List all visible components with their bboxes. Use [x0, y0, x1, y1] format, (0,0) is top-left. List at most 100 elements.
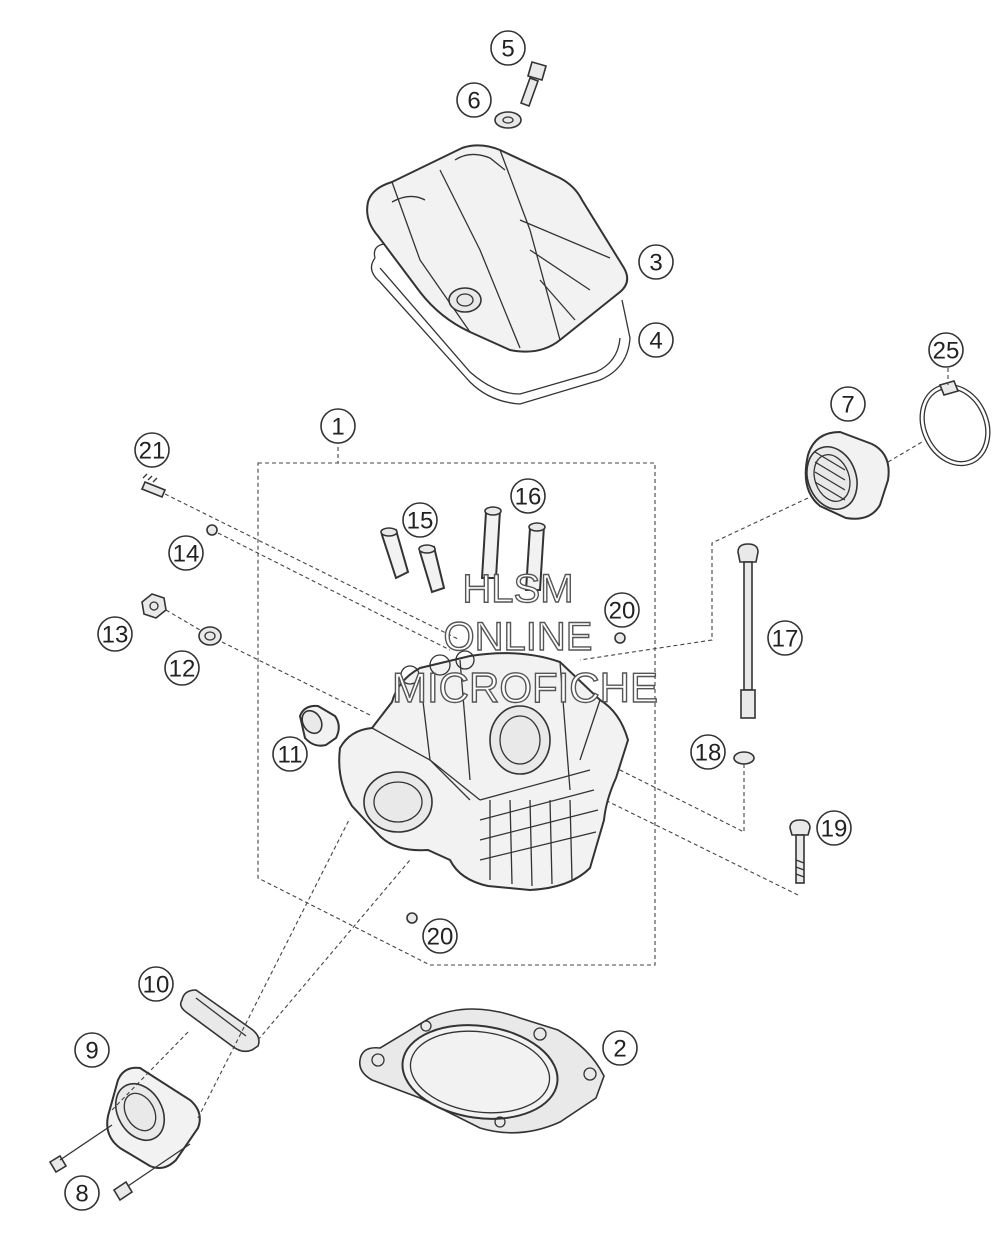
nut-14 [206, 524, 218, 536]
callout-circle [64, 1175, 100, 1211]
clamp-25 [919, 380, 991, 467]
callout-circle [402, 502, 438, 538]
callout-label: 11 [278, 742, 303, 769]
callout-circle [97, 616, 133, 652]
callout-3: 3 [638, 244, 674, 280]
callout-label: 25 [933, 338, 960, 365]
guide-15b [418, 544, 446, 594]
callout-12: 12 [164, 650, 200, 686]
guide-15a [380, 527, 410, 580]
callout-circle [272, 736, 308, 772]
callout-circle [638, 322, 674, 358]
cylinder-head-1 [338, 650, 630, 892]
callout-label: 1 [331, 414, 344, 441]
callout-17: 17 [767, 620, 803, 656]
sleeve-11 [298, 704, 340, 747]
callout-circle [164, 650, 200, 686]
callout-circle [928, 332, 964, 368]
callout-circle [490, 30, 526, 66]
callout-4: 4 [638, 322, 674, 358]
callout-15: 15 [402, 502, 438, 538]
watermark: HLSM ONLINE MICROFICHE [391, 566, 658, 711]
callout-11: 11 [272, 736, 308, 772]
guide-16b [524, 522, 546, 591]
head-gasket-2 [358, 1008, 605, 1134]
callout-20: 20 [604, 592, 640, 628]
callout-circle [604, 592, 640, 628]
callout-circle [422, 918, 458, 954]
washer-18 [733, 751, 755, 765]
washer-6 [494, 111, 522, 129]
callout-18: 18 [690, 734, 726, 770]
callout-label: 10 [143, 972, 170, 999]
callout-label: 7 [841, 392, 854, 419]
callout-label: 14 [173, 541, 200, 568]
callout-label: 21 [139, 438, 166, 465]
callout-circle [830, 386, 866, 422]
intake-flange-7 [804, 430, 890, 520]
callout-label: 20 [427, 924, 454, 951]
callout-5: 5 [490, 30, 526, 66]
callout-label: 12 [169, 656, 196, 683]
callout-9: 9 [74, 1032, 110, 1068]
callout-circle [510, 478, 546, 514]
callout-7: 7 [830, 386, 866, 422]
watermark-line2: ONLINE [444, 615, 593, 659]
callout-14: 14 [168, 535, 204, 571]
bolt-17 [737, 543, 759, 719]
callout-label: 15 [407, 508, 434, 535]
callout-circle [638, 244, 674, 280]
leader-7 [579, 497, 809, 661]
cover-gasket-4 [370, 243, 631, 405]
stud-21 [140, 473, 167, 499]
seal-12 [198, 626, 222, 646]
callout-circle [320, 408, 356, 444]
callout-label: 9 [85, 1038, 98, 1065]
callout-label: 8 [75, 1181, 88, 1208]
callout-circle [767, 620, 803, 656]
callout-label: 18 [695, 740, 722, 767]
callout-25: 25 [928, 332, 964, 368]
callout-circle [690, 734, 726, 770]
callout-circle [456, 82, 492, 118]
adaptor-9 [106, 1066, 201, 1169]
plug-13 [141, 593, 167, 619]
callout-circle [74, 1032, 110, 1068]
dowel-20-upper [614, 632, 626, 644]
callout-6: 6 [456, 82, 492, 118]
callout-10: 10 [138, 966, 174, 1002]
gasket-10 [179, 989, 260, 1053]
callout-label: 5 [501, 36, 514, 63]
callout-21: 21 [134, 432, 170, 468]
callout-circle [138, 966, 174, 1002]
bolt-8a [48, 1124, 113, 1174]
callout-label: 20 [609, 598, 636, 625]
callout-label: 3 [649, 250, 662, 277]
callout-13: 13 [97, 616, 133, 652]
callout-1: 1 [320, 408, 356, 444]
callout-label: 16 [515, 484, 542, 511]
guide-16a [480, 506, 502, 579]
callout-label: 17 [772, 626, 799, 653]
bolt-5 [519, 61, 547, 108]
callout-label: 19 [821, 816, 848, 843]
callout-16: 16 [510, 478, 546, 514]
dowel-20-lower [406, 912, 418, 924]
bolt-19 [789, 819, 811, 884]
callout-2: 2 [602, 1030, 638, 1066]
callout-circle [168, 535, 204, 571]
bolt-8b [112, 1143, 191, 1202]
callout-circle [134, 432, 170, 468]
callout-circle [602, 1030, 638, 1066]
watermark-line1: HLSM [462, 567, 573, 611]
callout-label: 4 [649, 328, 662, 355]
callout-19: 19 [816, 810, 852, 846]
assembly-box [257, 462, 656, 966]
callout-circle [816, 810, 852, 846]
callout-label: 2 [613, 1036, 626, 1063]
valve-cover-3 [366, 144, 629, 353]
callout-20: 20 [422, 918, 458, 954]
